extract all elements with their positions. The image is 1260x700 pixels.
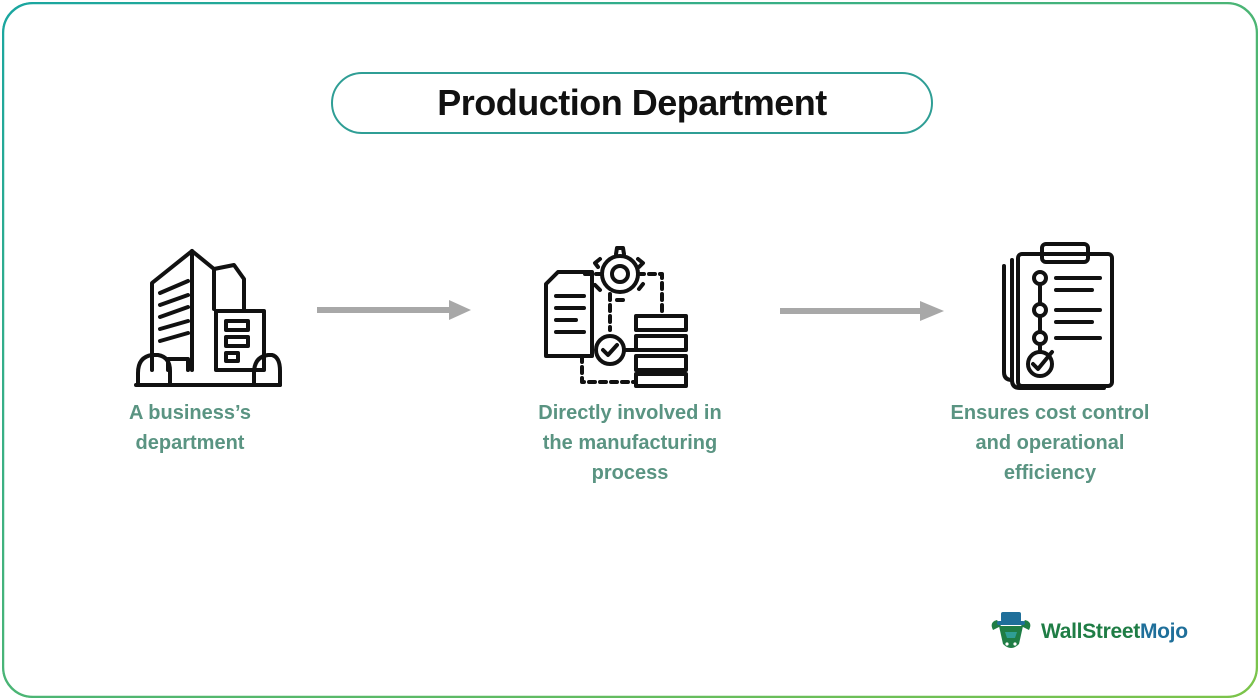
brand-wordmark: WallStreetMojo: [1041, 620, 1188, 644]
checklist-clipboard-icon: [1002, 242, 1114, 390]
brand-part-3: Mojo: [1139, 620, 1188, 643]
brand-part-2: Street: [1082, 620, 1140, 643]
step-2-caption: Directly involved in the manufacturing p…: [538, 402, 722, 484]
diagram-title: Production Department: [437, 82, 827, 123]
flow-arrow-2: [780, 301, 944, 321]
step-3-caption: Ensures cost control and operational eff…: [950, 402, 1150, 484]
office-building-icon: [134, 249, 282, 387]
bull-mascot-icon: [991, 612, 1031, 648]
title-pill: Production Department: [331, 72, 933, 134]
brand-part-1: Wall: [1041, 620, 1083, 643]
brand-logo: WallStreetMojo: [987, 608, 1217, 656]
step-1-caption: A business’s department: [129, 402, 251, 454]
flow-arrow-1: [317, 300, 471, 320]
workflow-process-icon: [544, 246, 688, 388]
